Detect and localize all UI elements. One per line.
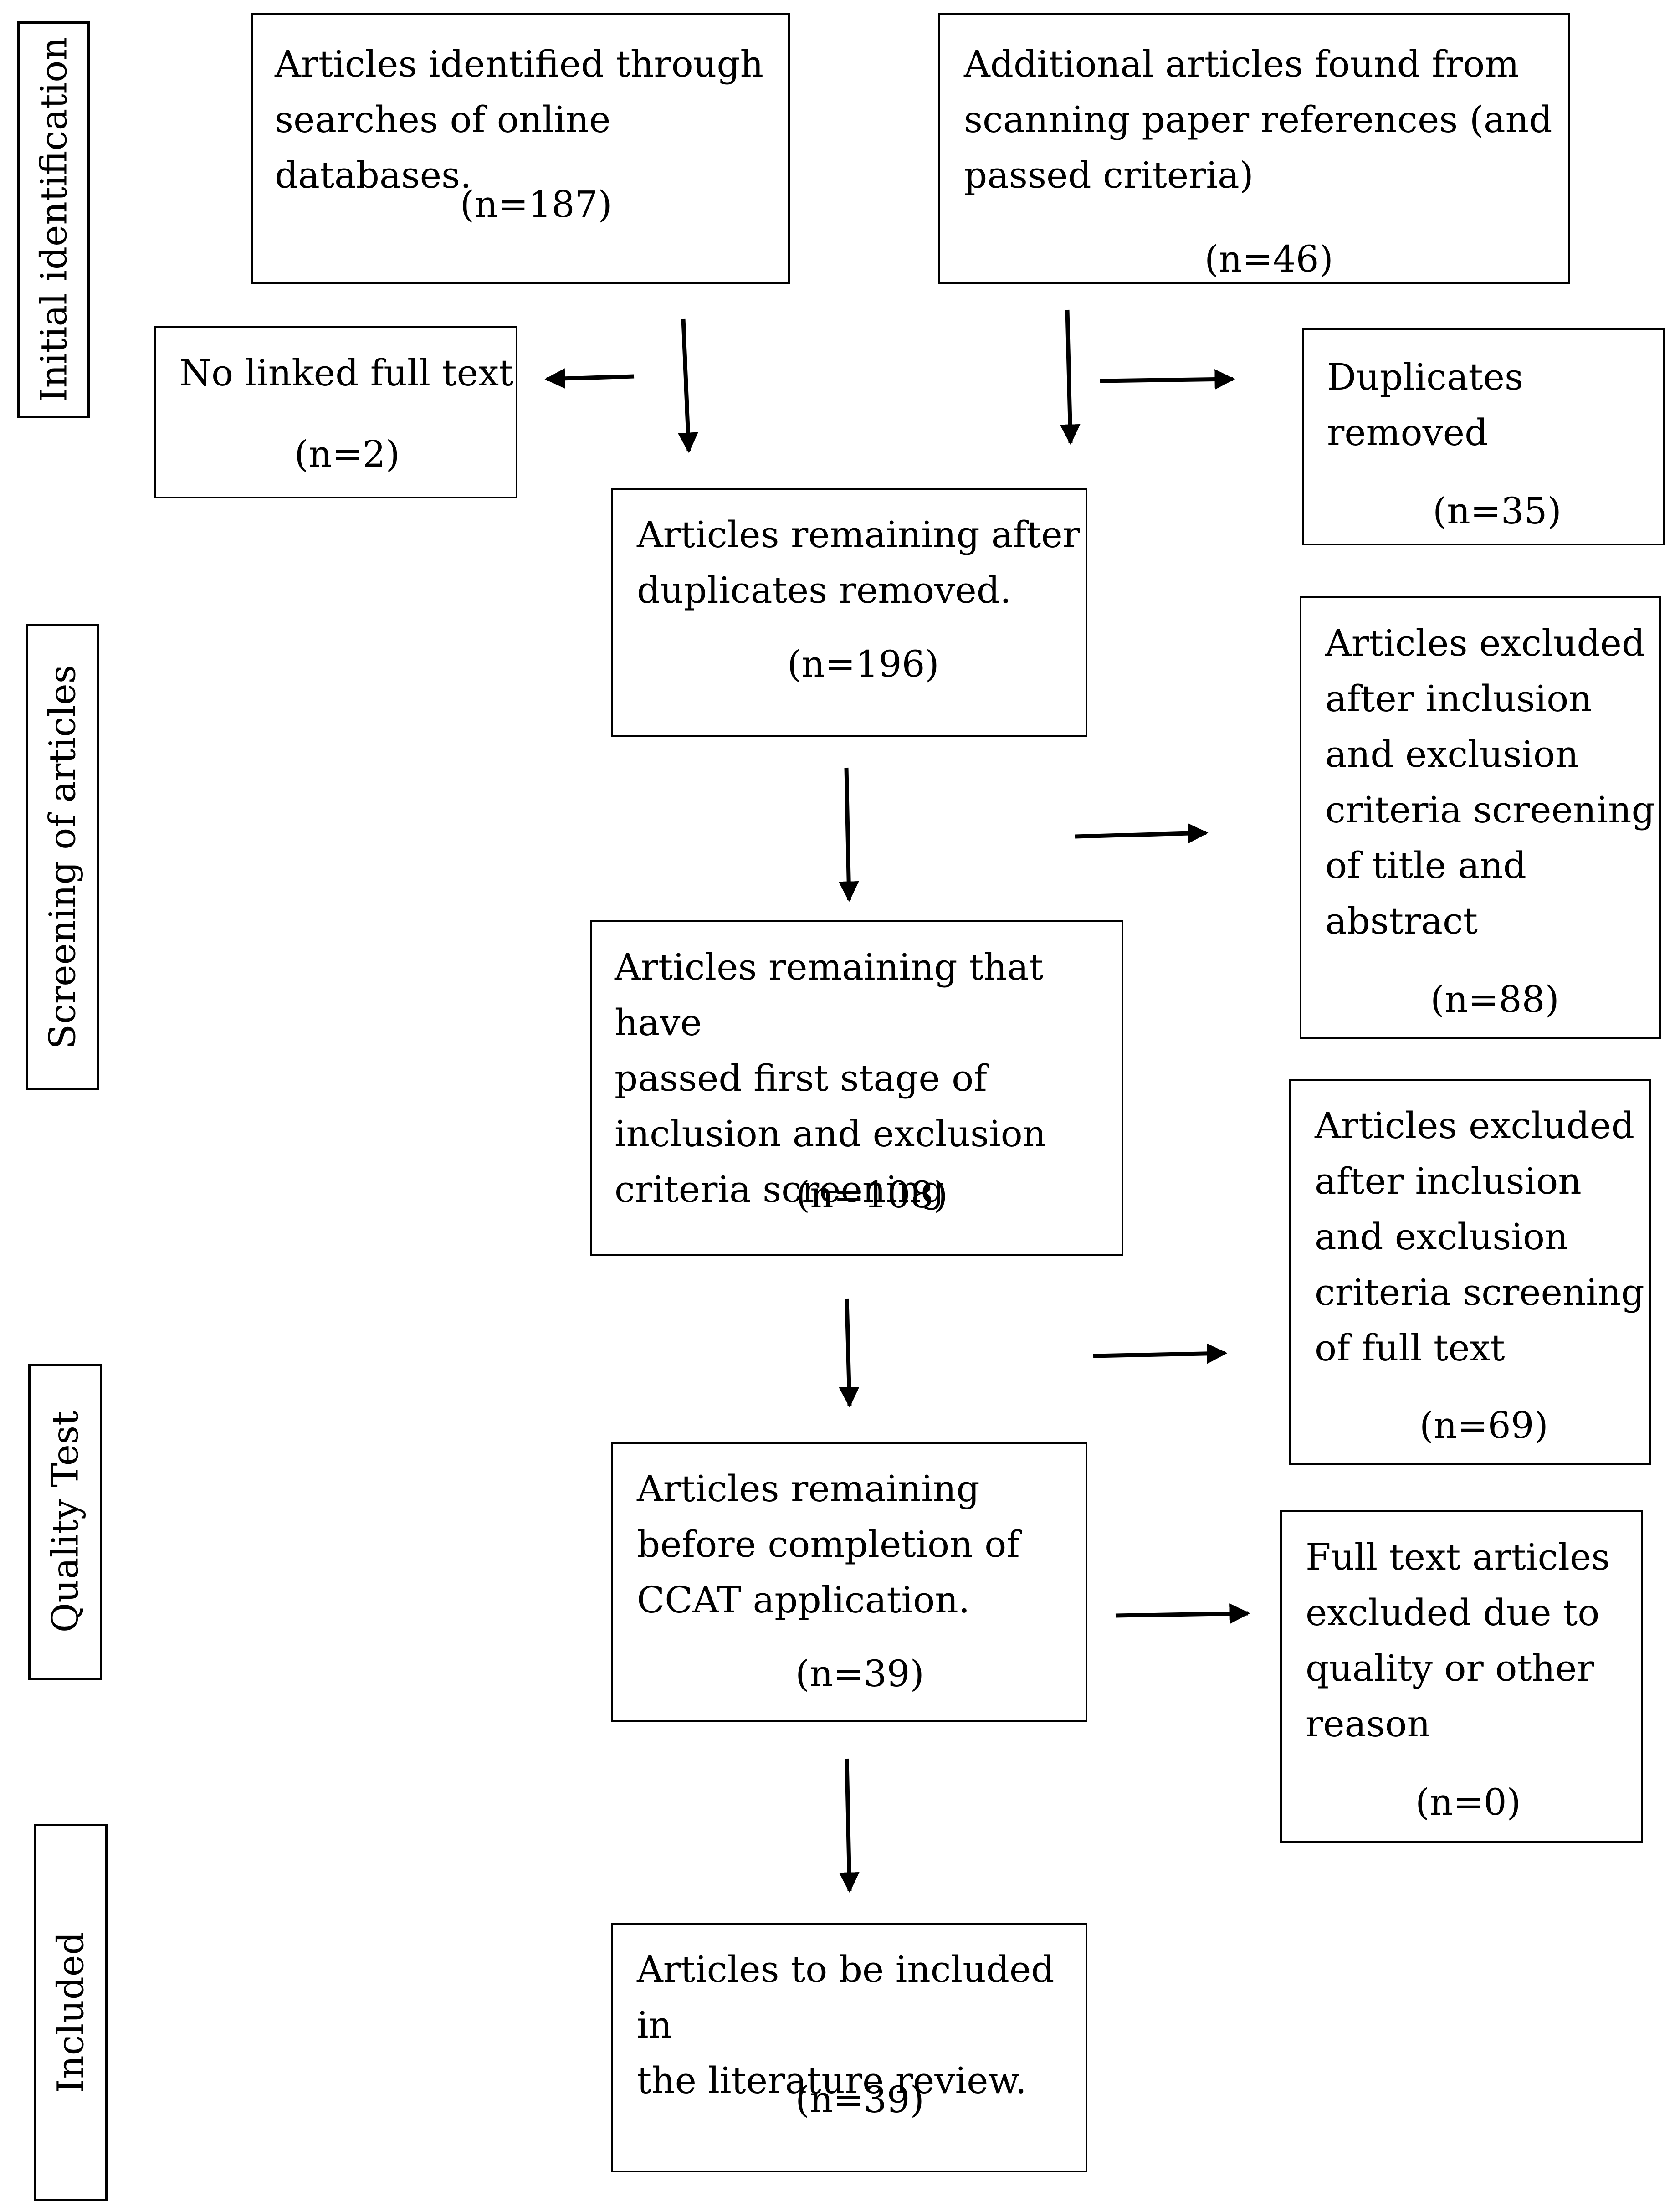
box-text: No linked full text — [179, 352, 514, 394]
arrow-additional-down — [1060, 309, 1081, 445]
box-text: Full text articles excluded due to quali… — [1306, 1536, 1610, 1745]
arrow-search-to-no-full-text — [544, 368, 635, 389]
box-count: (n=69) — [1419, 1404, 1548, 1447]
box-count: (n=88) — [1430, 978, 1559, 1021]
box-included-review: Articles to be included in the literatur… — [611, 1923, 1087, 2172]
box-count: (n=2) — [294, 433, 400, 475]
box-count: (n=108) — [796, 1174, 948, 1216]
box-excluded-title-abstract: Articles excluded after inclusion and ex… — [1300, 596, 1661, 1039]
arrow-to-excluded-quality — [1115, 1603, 1250, 1624]
arrow-duplicates-down — [838, 767, 859, 902]
arrow-to-excluded-full-text — [1093, 1343, 1228, 1364]
box-text: Articles to be included in the literatur… — [637, 1948, 1055, 2102]
box-additional-articles: Additional articles found from scanning … — [938, 13, 1570, 284]
stage-included: Included — [34, 1824, 108, 2201]
arrow-search-down — [677, 318, 698, 453]
box-text: Articles remaining after duplicates remo… — [637, 513, 1081, 611]
box-text: Articles excluded after inclusion and ex… — [1325, 622, 1655, 942]
stage-quality-test: Quality Test — [28, 1364, 102, 1680]
box-count: (n=196) — [787, 643, 939, 685]
box-count: (n=0) — [1415, 1781, 1521, 1823]
box-count: (n=39) — [795, 1653, 924, 1695]
stage-initial-identification: Initial identification — [17, 21, 90, 418]
box-text: Additional articles found from scanning … — [964, 43, 1552, 196]
box-excluded-quality: Full text articles excluded due to quali… — [1280, 1510, 1643, 1843]
box-text: Duplicates removed — [1327, 356, 1524, 454]
arrow-additional-to-duplicates — [1100, 369, 1235, 390]
box-text: Articles remaining before completion of … — [637, 1468, 1020, 1621]
box-duplicates-removed: Duplicates removed (n=35) — [1302, 328, 1665, 545]
box-no-linked-full-text: No linked full text (n=2) — [154, 326, 517, 498]
box-excluded-full-text: Articles excluded after inclusion and ex… — [1289, 1079, 1651, 1465]
box-text: Articles identified through searches of … — [275, 43, 764, 196]
arrow-first-stage-down — [839, 1298, 860, 1408]
box-count: (n=187) — [460, 183, 612, 226]
box-count: (n=35) — [1433, 490, 1562, 532]
arrow-to-excluded-title-abstract — [1075, 823, 1209, 844]
box-text: Articles remaining that have passed firs… — [615, 946, 1046, 1211]
box-before-ccat: Articles remaining before completion of … — [611, 1442, 1087, 1722]
box-passed-first-stage: Articles remaining that have passed firs… — [590, 920, 1123, 1256]
box-database-search: Articles identified through searches of … — [251, 13, 790, 284]
box-after-duplicates: Articles remaining after duplicates remo… — [611, 488, 1087, 737]
stage-screening-of-articles: Screening of articles — [26, 624, 99, 1090]
box-count: (n=39) — [795, 2079, 924, 2121]
box-count: (n=46) — [1204, 238, 1333, 280]
box-text: Articles excluded after inclusion and ex… — [1315, 1104, 1644, 1369]
arrow-ccat-down — [839, 1758, 860, 1893]
